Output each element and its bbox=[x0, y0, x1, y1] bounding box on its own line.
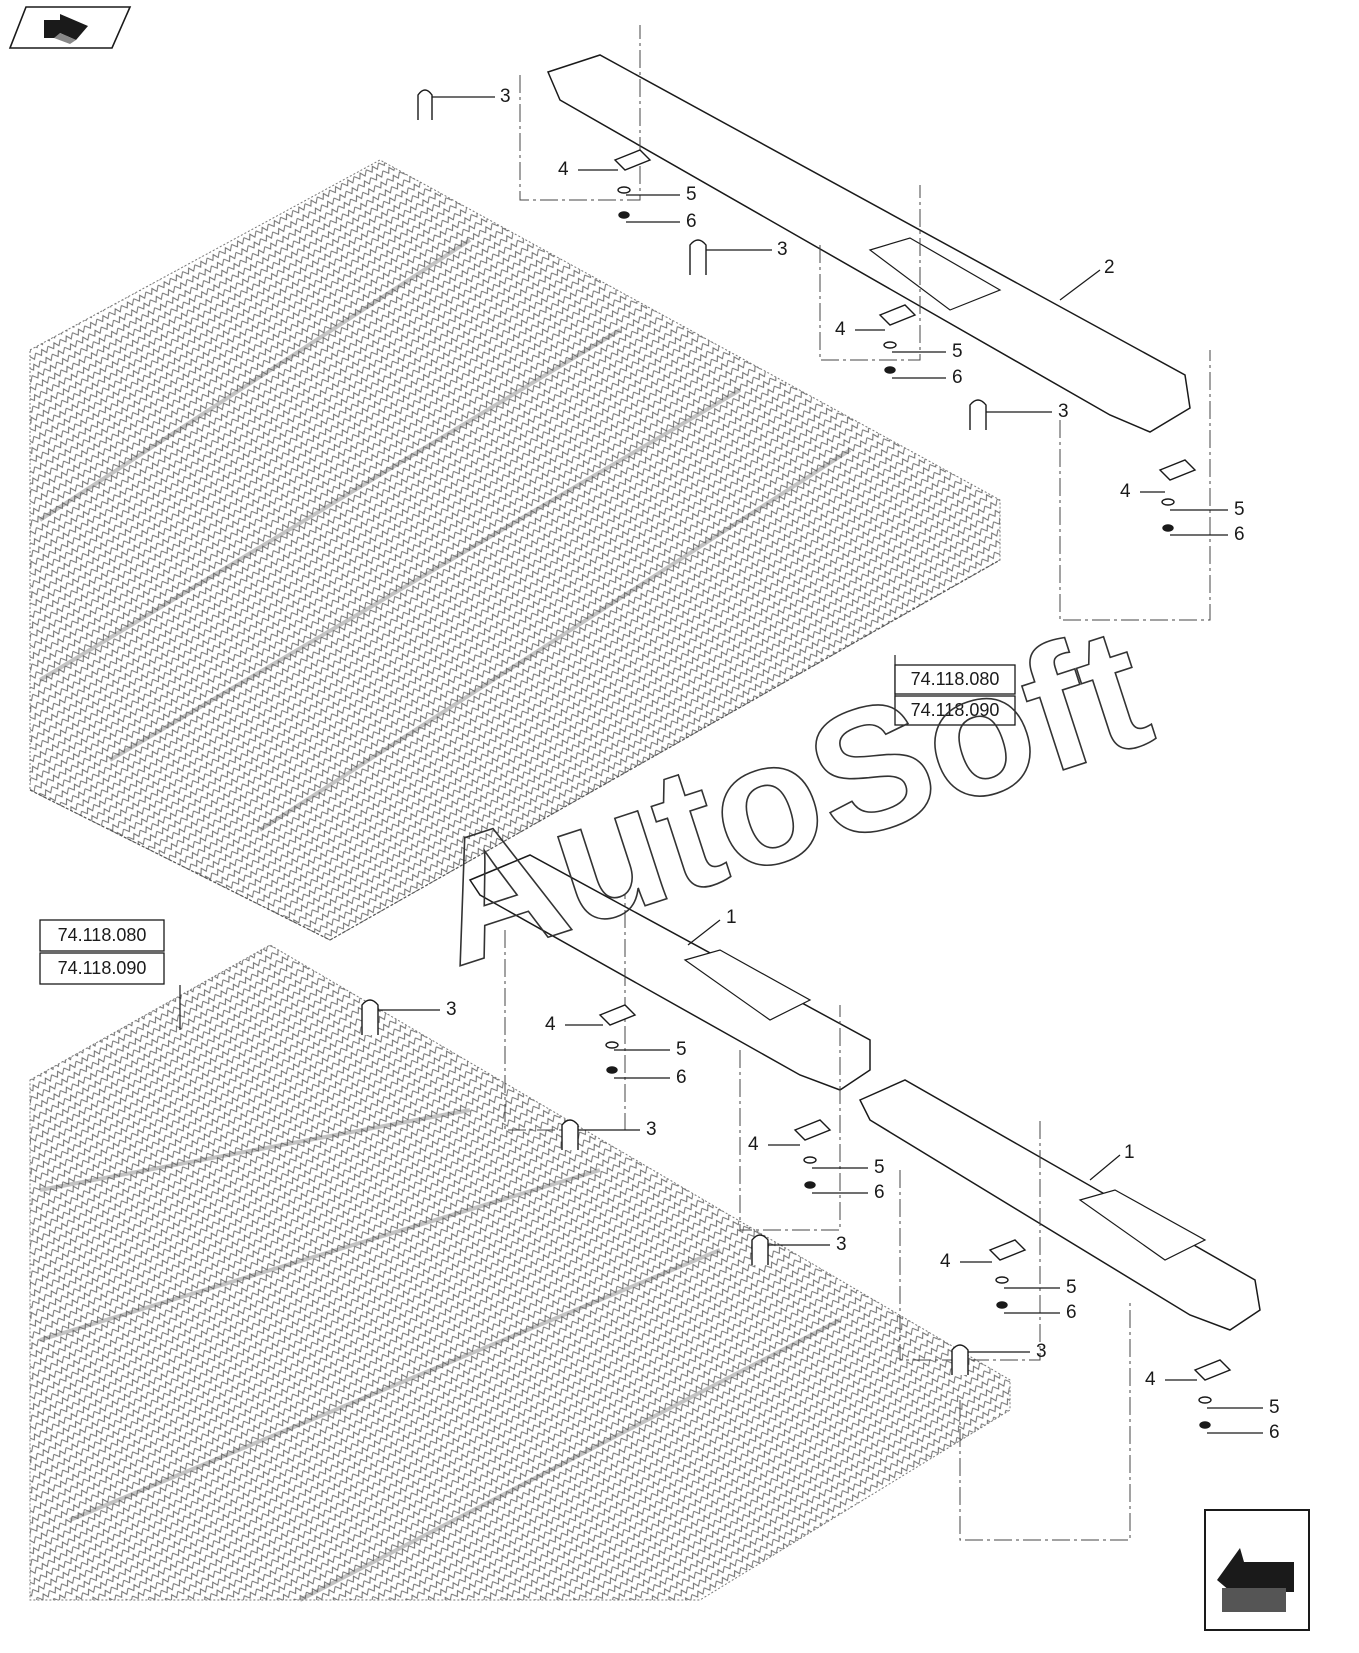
fastener-group-3 bbox=[969, 399, 1197, 532]
fastener-group-6 bbox=[751, 1234, 1027, 1309]
lower-sieve-panel bbox=[29, 944, 1011, 1602]
callout-5: 5 bbox=[686, 184, 697, 205]
fastener-group-2 bbox=[689, 239, 917, 374]
next-button[interactable] bbox=[1204, 1509, 1310, 1631]
fastener-group-1 bbox=[417, 89, 652, 219]
ref-box-lower-1[interactable]: 74.118.080 bbox=[39, 919, 165, 952]
ref-box-upper-2[interactable]: 74.118.090 bbox=[894, 695, 1016, 726]
ref-box-lower-2[interactable]: 74.118.090 bbox=[39, 952, 165, 985]
callout-3: 3 bbox=[500, 86, 511, 107]
callout-5: 5 bbox=[1269, 1397, 1280, 1418]
callout-1: 1 bbox=[726, 907, 737, 928]
fastener-group-5 bbox=[561, 1119, 832, 1189]
callout-3: 3 bbox=[646, 1119, 657, 1140]
upper-sieve-panel bbox=[29, 159, 1001, 941]
rail-part-2 bbox=[546, 54, 1191, 433]
callout-4: 4 bbox=[558, 159, 569, 180]
callout-6: 6 bbox=[1066, 1302, 1077, 1323]
callout-6: 6 bbox=[686, 211, 697, 232]
ref-box-label: 74.118.090 bbox=[58, 958, 147, 978]
callout-3: 3 bbox=[777, 239, 788, 260]
ref-box-upper-1[interactable]: 74.118.080 bbox=[894, 664, 1016, 695]
callout-4: 4 bbox=[1145, 1369, 1156, 1390]
callout-6: 6 bbox=[952, 367, 963, 388]
back-arrow-icon bbox=[44, 14, 88, 44]
callout-5: 5 bbox=[874, 1157, 885, 1178]
assembly-centerlines bbox=[504, 25, 1211, 1541]
callout-2: 2 bbox=[1104, 257, 1115, 278]
callout-5: 5 bbox=[1234, 499, 1245, 520]
callout-5: 5 bbox=[676, 1039, 687, 1060]
callout-4: 4 bbox=[835, 319, 846, 340]
callout-3: 3 bbox=[1036, 1341, 1047, 1362]
callout-3: 3 bbox=[446, 999, 457, 1020]
callout-3: 3 bbox=[836, 1234, 847, 1255]
callout-6: 6 bbox=[1269, 1422, 1280, 1443]
fastener-group-4 bbox=[361, 999, 637, 1074]
callout-6: 6 bbox=[676, 1067, 687, 1088]
callout-5: 5 bbox=[952, 341, 963, 362]
next-arrow-icon bbox=[1217, 1548, 1294, 1612]
callout-4: 4 bbox=[545, 1014, 556, 1035]
callout-1: 1 bbox=[1124, 1142, 1135, 1163]
callout-6: 6 bbox=[874, 1182, 885, 1203]
fastener-group-7 bbox=[951, 1344, 1232, 1429]
callout-6: 6 bbox=[1234, 524, 1245, 545]
ref-box-label: 74.118.090 bbox=[911, 700, 1000, 720]
back-button[interactable] bbox=[8, 6, 132, 49]
callout-5: 5 bbox=[1066, 1277, 1077, 1298]
rail-part-1-middle bbox=[468, 854, 871, 1091]
callout-3: 3 bbox=[1058, 401, 1069, 422]
ref-box-label: 74.118.080 bbox=[911, 669, 1000, 689]
callout-4: 4 bbox=[940, 1251, 951, 1272]
ref-box-label: 74.118.080 bbox=[58, 925, 147, 945]
callout-4: 4 bbox=[748, 1134, 759, 1155]
rail-part-1-right bbox=[858, 1079, 1261, 1331]
callout-4: 4 bbox=[1120, 481, 1131, 502]
callout-leaders bbox=[179, 96, 1263, 1434]
callout-labels: 3 4 5 6 3 2 4 5 6 3 4 5 6 3 1 4 5 6 3 4 … bbox=[446, 86, 1280, 1443]
